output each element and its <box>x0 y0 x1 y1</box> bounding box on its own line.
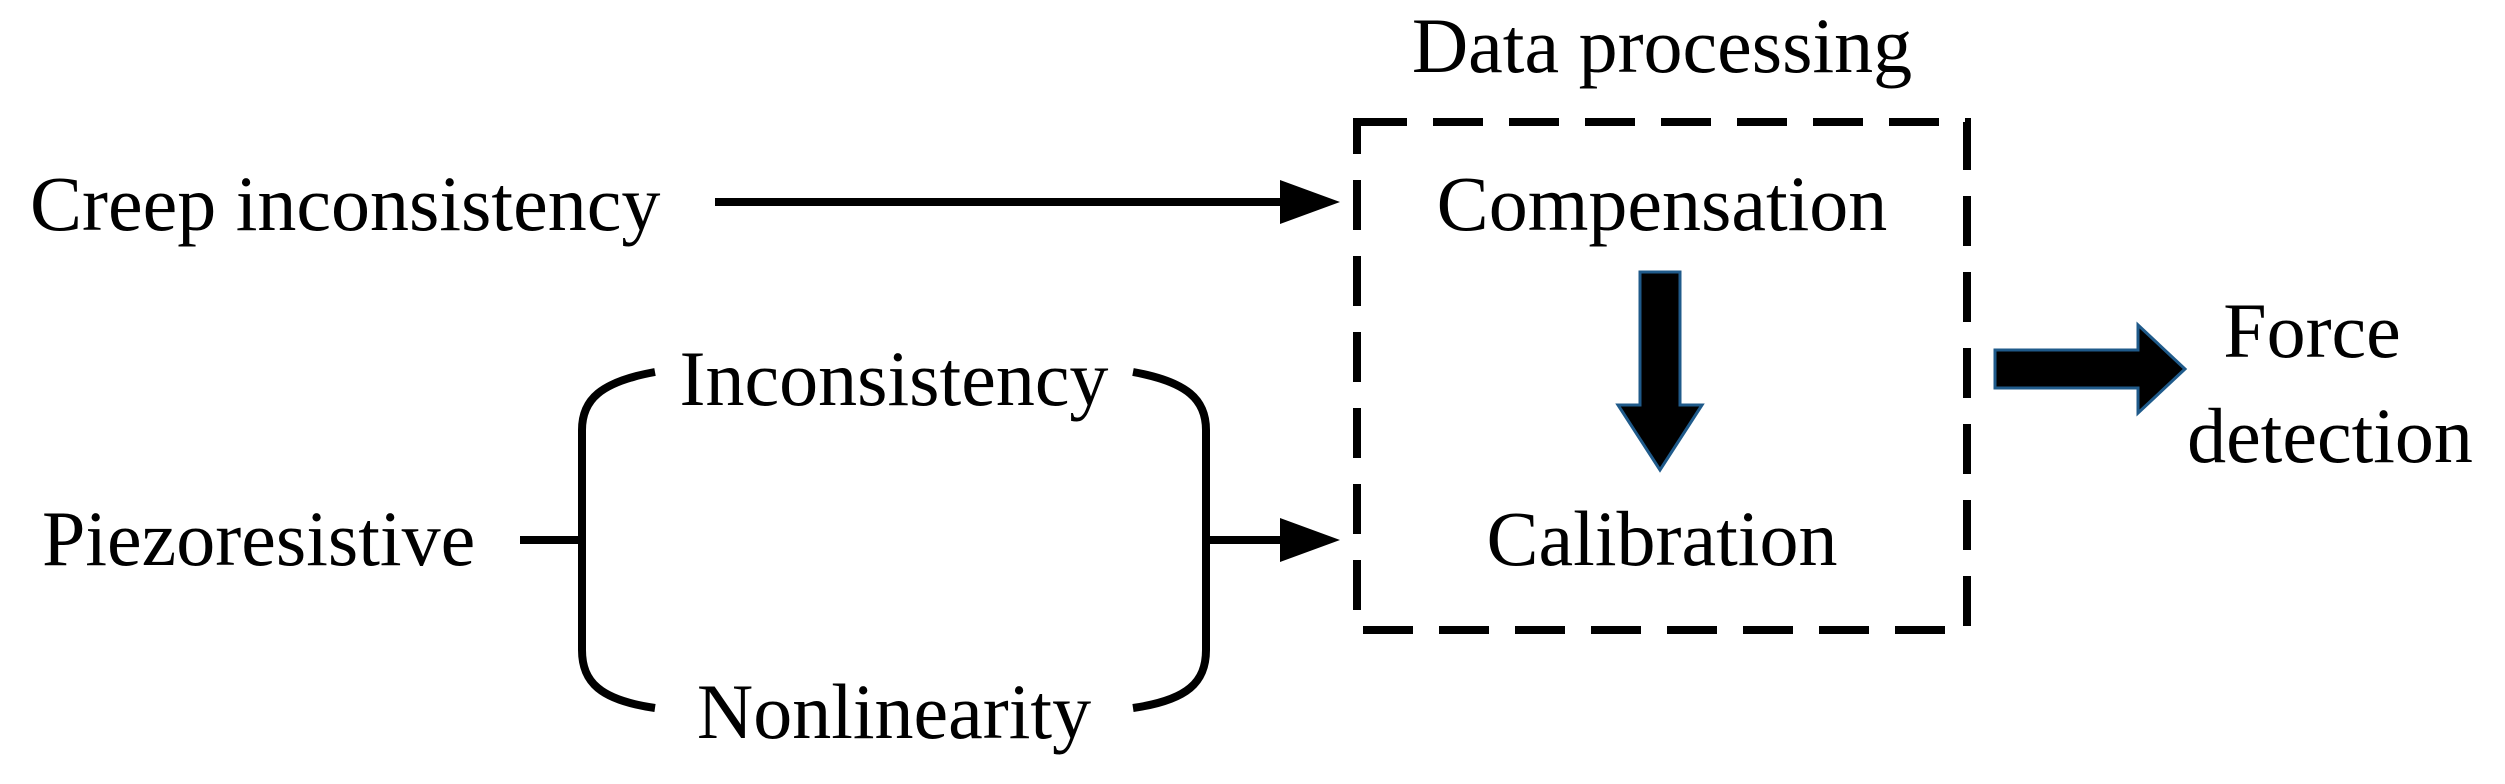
detection-label: detection <box>2187 392 2473 479</box>
piezoresistive-label: Piezoresistive <box>42 495 475 582</box>
creep-to-compensation-arrow <box>715 180 1340 224</box>
nonlinearity-label: Nonlinearity <box>697 668 1091 755</box>
inconsistency-label: Inconsistency <box>680 335 1109 422</box>
compensation-to-calibration-arrow <box>1615 270 1705 473</box>
compensation-label: Compensation <box>1437 160 1888 247</box>
calibration-label: Calibration <box>1487 495 1838 582</box>
left-bracket <box>578 368 656 712</box>
data-processing-box <box>1353 118 1971 634</box>
creep-inconsistency-label: Creep inconsistency <box>30 160 660 247</box>
piezo-to-calibration-arrow <box>1206 518 1340 562</box>
force-label: Force <box>2223 287 2401 374</box>
output-arrow <box>1993 321 2188 417</box>
right-bracket <box>1132 368 1210 712</box>
data-processing-label: Data processing <box>1412 2 1912 89</box>
